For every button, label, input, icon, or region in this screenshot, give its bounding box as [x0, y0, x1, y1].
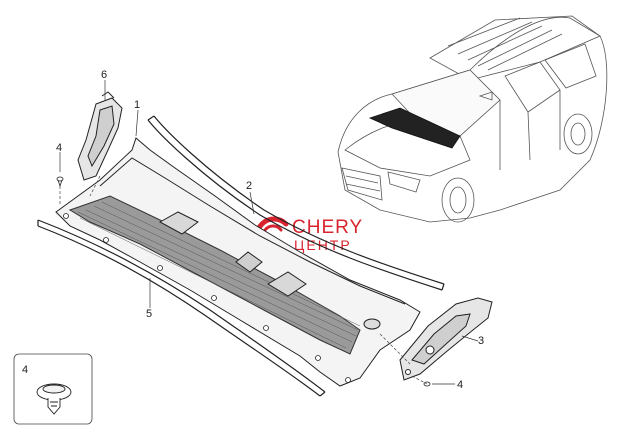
logo-text-line2: ЦЕНТР: [294, 237, 352, 253]
callout-2: 2: [246, 180, 252, 192]
part-3-right-bracket: [399, 297, 493, 381]
inset-clip-detail: 4: [13, 353, 93, 425]
clip-top: [56, 176, 64, 188]
part-2-seal-strip: [147, 115, 445, 291]
callout-3: 3: [478, 335, 484, 347]
callout-5: 5: [146, 308, 152, 320]
callout-labels: 6 1 4 2 5 3 4: [56, 69, 484, 391]
callout-4-bottom: 4: [457, 379, 463, 391]
dashed-assembly-lines: [59, 175, 428, 385]
clip-detail-icon: [36, 383, 72, 415]
logo-text-line1: CHERY: [292, 217, 363, 238]
part-5-seal-strip: [37, 219, 326, 397]
callout-6: 6: [101, 69, 107, 81]
part-1-cowl-panel: [55, 137, 421, 387]
inset-label: 4: [22, 364, 28, 376]
car-illustration: [337, 15, 608, 223]
leader-lines: [59, 80, 479, 385]
callout-4-top: 4: [56, 142, 62, 154]
callout-1: 1: [134, 99, 140, 111]
part-6-left-bracket: [77, 91, 123, 181]
